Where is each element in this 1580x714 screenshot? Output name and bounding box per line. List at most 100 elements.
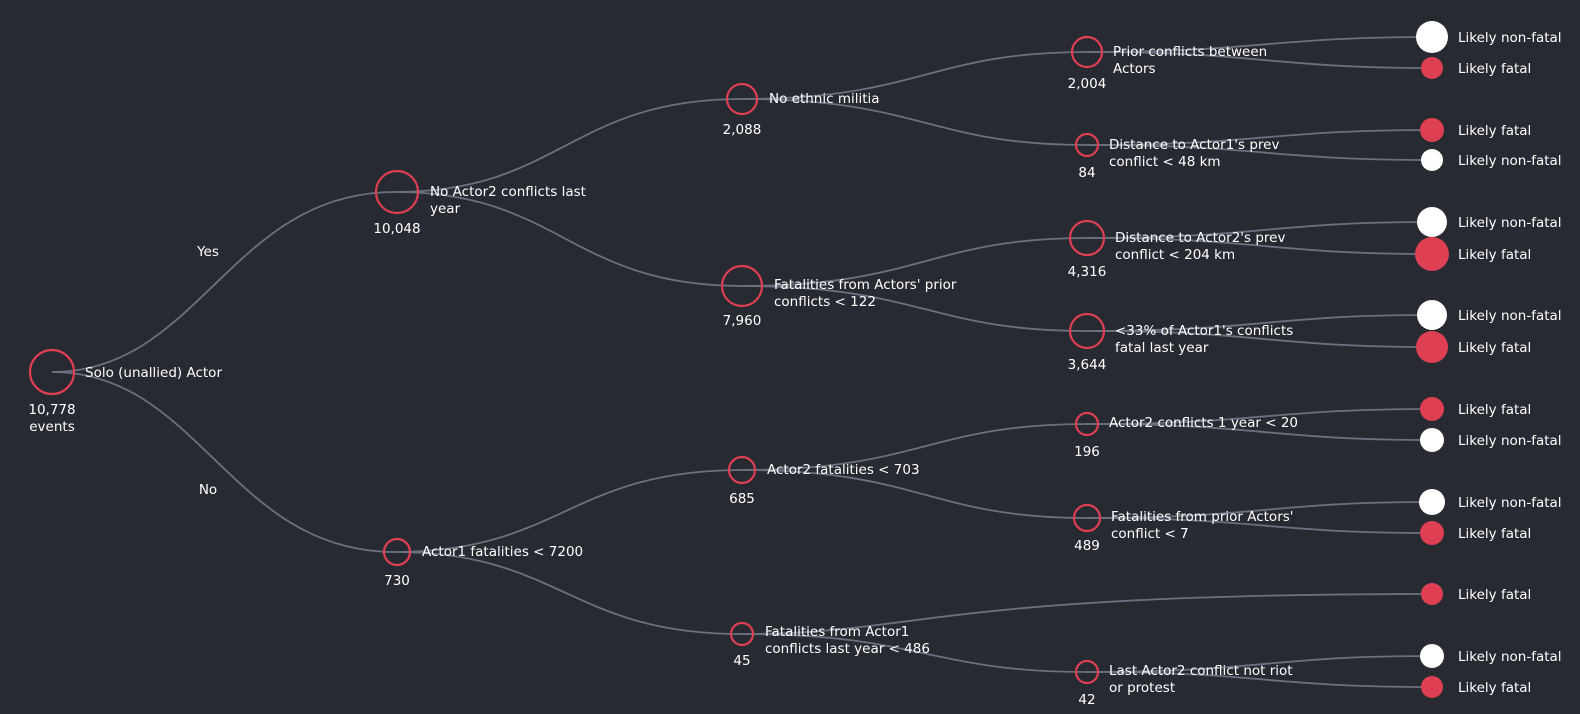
node-root: Solo (unallied) Actor 10,778 events <box>28 348 222 435</box>
edge-n2-n21 <box>394 469 743 553</box>
leaf-non-fatal-dot <box>1420 428 1444 452</box>
node-n121: Distance to Actor2's prev conflict < 204… <box>1068 219 1285 280</box>
node-n212: Fatalities from prior Actors' conflict <… <box>1072 503 1294 554</box>
leaf-label: Likely fatal <box>1458 587 1531 603</box>
branch-label-no: No <box>199 482 217 498</box>
node-n222-label2: or protest <box>1109 680 1175 696</box>
node-n2-circle <box>382 537 412 567</box>
leaf-non-fatal-dot <box>1420 644 1444 668</box>
leaf-node: Likely fatal <box>1420 521 1531 545</box>
leaf-node: Likely non-fatal <box>1420 428 1562 452</box>
node-n111-label2: Actors <box>1113 61 1156 77</box>
leaf-fatal-dot <box>1420 118 1444 142</box>
node-n111-count: 2,004 <box>1068 76 1107 92</box>
leaf-fatal-dot <box>1420 521 1444 545</box>
edge-n12-n121 <box>741 237 1088 287</box>
edge-n222-leaf15 <box>1086 671 1433 688</box>
edge-n11-n112 <box>741 98 1088 146</box>
leaf-label: Likely fatal <box>1458 402 1531 418</box>
node-n12-label2: conflicts < 122 <box>774 294 876 310</box>
node-root-count-suffix: events <box>29 419 74 435</box>
node-n122-label: <33% of Actor1's conflicts <box>1115 323 1293 339</box>
leaf-fatal-dot <box>1421 676 1443 698</box>
leaf-fatal-dot <box>1421 583 1443 605</box>
edge-n212-leaf11 <box>1086 501 1433 519</box>
edge-n121-leaf5 <box>1086 221 1433 239</box>
leaf-node: Likely non-fatal <box>1419 489 1562 515</box>
leaf-non-fatal-dot <box>1417 207 1447 237</box>
leaf-label: Likely non-fatal <box>1458 433 1562 449</box>
node-n111-circle <box>1070 35 1104 69</box>
node-n1-label: No Actor2 conflicts last <box>430 184 586 200</box>
edge-n111-leaf1 <box>1086 36 1433 53</box>
node-n2-label: Actor1 fatalities < 7200 <box>422 544 583 560</box>
node-n2: Actor1 fatalities < 7200 730 <box>382 537 583 589</box>
node-n112: Distance to Actor1's prev conflict < 48 … <box>1074 132 1279 181</box>
node-n2-count: 730 <box>384 573 410 589</box>
node-n21-label: Actor2 fatalities < 703 <box>767 462 920 478</box>
leaf-node: Likely fatal <box>1416 331 1531 363</box>
node-n121-label: Distance to Actor2's prev <box>1115 230 1285 246</box>
node-n121-circle <box>1068 219 1106 257</box>
node-n21: Actor2 fatalities < 703 685 <box>727 455 920 507</box>
node-n112-count: 84 <box>1078 165 1095 181</box>
leaf-label: Likely fatal <box>1458 340 1531 356</box>
leaf-label: Likely fatal <box>1458 680 1531 696</box>
edge-n22-leaf13 <box>741 593 1433 635</box>
node-n121-label2: conflict < 204 km <box>1115 247 1235 263</box>
leaf-label: Likely non-fatal <box>1458 215 1562 231</box>
edge-n112-leaf3 <box>1086 129 1433 146</box>
node-n122-label2: fatal last year <box>1115 340 1209 356</box>
node-root-circle <box>28 348 76 396</box>
leaf-fatal-dot <box>1421 57 1443 79</box>
leaf-fatal-dot <box>1420 397 1444 421</box>
leaf-label: Likely fatal <box>1458 526 1531 542</box>
node-n112-label: Distance to Actor1's prev <box>1109 137 1279 153</box>
node-n111: Prior conflicts between Actors 2,004 <box>1068 35 1267 92</box>
node-n211-circle <box>1074 411 1100 437</box>
node-n11-count: 2,088 <box>723 122 762 138</box>
node-n22-label: Fatalities from Actor1 <box>765 624 909 640</box>
node-n222: Last Actor2 conflict not riot or protest… <box>1074 659 1293 708</box>
edge-n112-leaf4 <box>1086 144 1433 161</box>
edge-n21-n212 <box>741 469 1088 519</box>
leaf-node: Likely non-fatal <box>1421 149 1562 171</box>
edge-n222-leaf14 <box>1086 655 1433 673</box>
edge-root-no <box>51 371 396 553</box>
node-n111-label: Prior conflicts between <box>1113 44 1267 60</box>
leaf-fatal-dot <box>1415 237 1449 271</box>
node-n12: Fatalities from Actors' prior conflicts … <box>720 264 957 329</box>
node-n122-count: 3,644 <box>1068 357 1107 373</box>
node-n212-count: 489 <box>1074 538 1100 554</box>
leaf-node: Likely non-fatal <box>1417 207 1562 237</box>
leaf-label: Likely non-fatal <box>1458 495 1562 511</box>
leaf-label: Likely non-fatal <box>1458 649 1562 665</box>
node-n222-count: 42 <box>1078 692 1095 708</box>
node-root-count: 10,778 <box>28 402 75 418</box>
edge-n11-n111 <box>741 51 1088 100</box>
branch-label-yes: Yes <box>196 244 219 260</box>
leaf-node: Likely fatal <box>1421 57 1531 79</box>
leaf-label: Likely fatal <box>1458 247 1531 263</box>
node-n1-circle <box>374 169 420 215</box>
leaf-non-fatal-dot <box>1421 149 1443 171</box>
node-n11: No ethnic militia 2,088 <box>723 82 880 138</box>
node-n222-label: Last Actor2 conflict not riot <box>1109 663 1293 679</box>
node-n122-circle <box>1068 312 1106 350</box>
node-n11-label: No ethnic militia <box>769 91 880 107</box>
node-n21-circle <box>727 455 757 485</box>
node-n222-circle <box>1074 659 1100 685</box>
node-root-label: Solo (unallied) Actor <box>85 365 222 381</box>
edge-n121-leaf6 <box>1086 237 1433 255</box>
leaf-node: Likely non-fatal <box>1416 21 1562 53</box>
node-n211-label: Actor2 conflicts 1 year < 20 <box>1109 415 1298 431</box>
node-n11-circle <box>725 82 759 116</box>
node-n21-count: 685 <box>729 491 755 507</box>
leaf-fatal-dot <box>1416 331 1448 363</box>
node-n211: Actor2 conflicts 1 year < 20 196 <box>1074 411 1298 460</box>
leaf-non-fatal-dot <box>1416 21 1448 53</box>
edges <box>51 36 1433 688</box>
